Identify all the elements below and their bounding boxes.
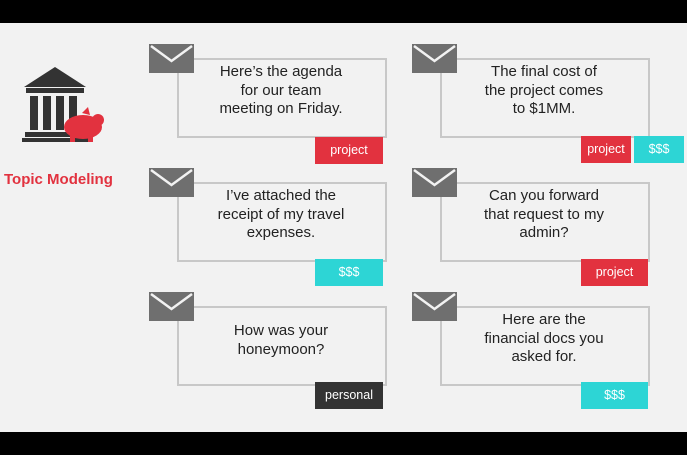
tag-project: project bbox=[315, 137, 383, 164]
envelope-icon bbox=[412, 44, 457, 73]
email-text: How was your honeymoon? bbox=[233, 322, 329, 358]
email-text: I’ve attached the receipt of my travel e… bbox=[217, 187, 345, 241]
bank-piggy-icon bbox=[22, 67, 104, 142]
tag-personal: personal bbox=[315, 382, 383, 409]
envelope-icon bbox=[149, 44, 194, 73]
envelope-icon bbox=[412, 292, 457, 321]
envelope-icon bbox=[149, 168, 194, 197]
email-frame bbox=[440, 306, 650, 386]
email-card: Can you forward that request to my admin… bbox=[412, 168, 650, 286]
email-card: How was your honeymoon? personal bbox=[149, 292, 387, 409]
email-card: I’ve attached the receipt of my travel e… bbox=[149, 168, 387, 286]
email-frame bbox=[177, 306, 387, 386]
topic-modeling-title: Topic Modeling bbox=[4, 171, 113, 188]
email-frame bbox=[177, 182, 387, 262]
email-text: The final cost of the project comes to $… bbox=[484, 63, 604, 117]
email-text: Here’s the agenda for our team meeting o… bbox=[219, 63, 343, 117]
email-card: Here’s the agenda for our team meeting o… bbox=[149, 44, 387, 164]
email-text: Can you forward that request to my admin… bbox=[483, 187, 605, 241]
email-frame bbox=[177, 58, 387, 138]
email-frame bbox=[440, 182, 650, 262]
envelope-icon bbox=[149, 292, 194, 321]
email-text: Here are the financial docs you asked fo… bbox=[484, 311, 604, 365]
email-card: The final cost of the project comes to $… bbox=[412, 44, 684, 163]
tag-project: project bbox=[581, 259, 648, 286]
envelope-icon bbox=[412, 168, 457, 197]
email-card: Here are the financial docs you asked fo… bbox=[412, 292, 650, 409]
email-frame bbox=[440, 58, 650, 138]
slide: Topic Modeling Here’s the agenda for our… bbox=[0, 23, 687, 432]
tag-money: $$$ bbox=[315, 259, 383, 286]
tag-project: project bbox=[581, 136, 631, 163]
tag-money: $$$ bbox=[634, 136, 684, 163]
tag-money: $$$ bbox=[581, 382, 648, 409]
